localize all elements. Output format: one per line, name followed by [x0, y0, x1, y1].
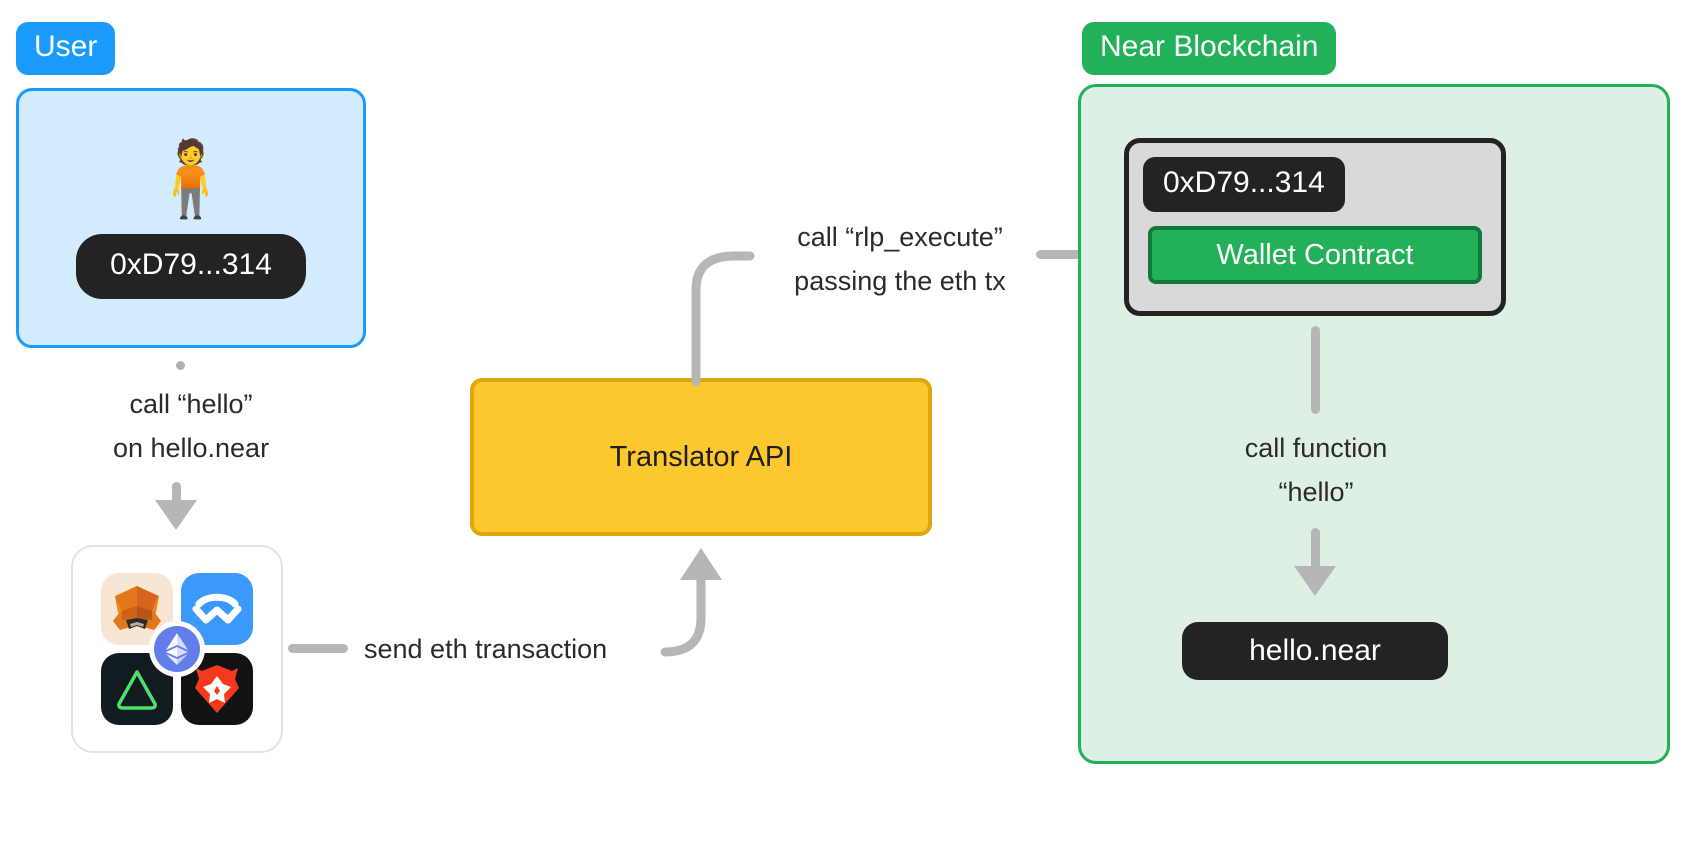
connector-dot — [176, 361, 185, 370]
ethereum-icon — [149, 621, 205, 677]
user-call-caption-line1: call “hello” — [129, 389, 253, 419]
arrow-to-hello-near-shaft — [1311, 528, 1320, 572]
contract-to-hello-line — [1311, 326, 1320, 414]
wallet-icon-grid — [101, 573, 253, 725]
user-address-pill: 0xD79...314 — [76, 233, 306, 299]
wallet-to-api-line — [288, 644, 348, 653]
user-section-badge: User — [16, 22, 116, 75]
arrow-wallet-to-api — [660, 548, 722, 657]
rlp-execute-caption-line2: passing the eth tx — [794, 266, 1006, 296]
arrow-to-hello-near-head — [1294, 566, 1336, 596]
hello-near-contract-pill[interactable]: hello.near — [1182, 622, 1448, 680]
near-section-badge: Near Blockchain — [1082, 22, 1337, 75]
wallet-contract-button[interactable]: Wallet Contract — [1148, 226, 1482, 284]
person-emoji-icon: 🧍 — [144, 136, 238, 220]
send-eth-transaction-caption: send eth transaction — [364, 634, 608, 664]
contract-address-pill: 0xD79...314 — [1143, 157, 1345, 212]
arrow-api-to-contract-curve — [691, 251, 755, 386]
rlp-execute-caption-line1: call “rlp_execute” — [797, 222, 1003, 252]
arrow-user-to-wallet-head — [155, 500, 197, 530]
wallet-contract-container: 0xD79...314 Wallet Contract — [1124, 138, 1506, 316]
user-call-caption-line2: on hello.near — [112, 433, 270, 463]
wallet-options-card[interactable] — [71, 545, 283, 753]
user-box: 🧍 0xD79...314 — [16, 88, 366, 348]
translator-api-box[interactable]: Translator API — [470, 378, 932, 536]
arrow-to-contract-shaft — [1036, 250, 1098, 259]
call-function-caption-line2: “hello” — [1278, 477, 1354, 507]
call-function-caption-line1: call function — [1244, 433, 1388, 463]
arrow-user-to-wallet-shaft — [172, 482, 181, 508]
ethereum-icon-inner — [154, 626, 200, 672]
